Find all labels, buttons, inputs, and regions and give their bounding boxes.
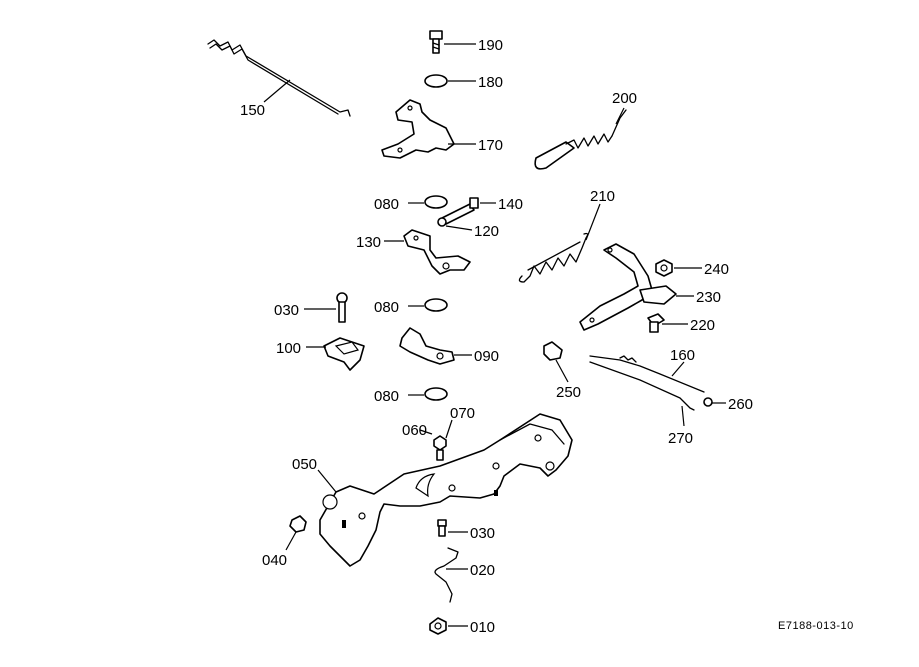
part-200-spring: [534, 109, 627, 170]
part-020-spring: [434, 547, 459, 603]
part-010-nut: [429, 617, 447, 635]
part-220-bolt: [647, 313, 665, 333]
callout-030a: 030: [274, 302, 299, 319]
callout-130: 130: [356, 234, 381, 251]
callout-010: 010: [470, 619, 495, 636]
part-240-nut: [655, 259, 673, 277]
callout-210: 210: [590, 188, 615, 205]
part-260-clip: [703, 397, 713, 407]
part-100-clip: [323, 337, 365, 371]
part-250-clip: [543, 341, 563, 361]
part-210-spring: [518, 232, 589, 283]
part-030-bolt-b: [437, 519, 447, 537]
part-070-bolt: [436, 449, 444, 461]
part-180-washer: [424, 74, 448, 88]
callout-020: 020: [470, 562, 495, 579]
callout-090: 090: [474, 348, 499, 365]
callout-250: 250: [556, 384, 581, 401]
callout-160: 160: [670, 347, 695, 364]
part-230-lever: [579, 243, 677, 331]
callout-260: 260: [728, 396, 753, 413]
callout-080b: 080: [374, 299, 399, 316]
part-060-nut: [433, 435, 447, 451]
part-050-main-plate: [319, 413, 573, 567]
part-160-rod: [589, 355, 705, 393]
part-030-pin-a: [336, 292, 348, 323]
callout-060: 060: [402, 422, 427, 439]
callout-030b: 030: [470, 525, 495, 542]
part-120-nut: [437, 217, 447, 227]
callout-240: 240: [704, 261, 729, 278]
callout-170: 170: [478, 137, 503, 154]
callout-080a: 080: [374, 196, 399, 213]
callout-140: 140: [498, 196, 523, 213]
callout-040: 040: [262, 552, 287, 569]
callout-080c: 080: [374, 388, 399, 405]
callout-100: 100: [276, 340, 301, 357]
part-080-washer-a: [424, 195, 448, 209]
part-080-washer-c: [424, 387, 448, 401]
callout-180: 180: [478, 74, 503, 91]
callout-190: 190: [478, 37, 503, 54]
drawing-reference-code: E7188-013-10: [778, 620, 854, 632]
callout-200: 200: [612, 90, 637, 107]
part-190-bolt: [429, 30, 443, 54]
callout-120: 120: [474, 223, 499, 240]
part-040-nut: [289, 515, 307, 533]
part-130-bracket: [403, 229, 471, 275]
part-090-lever: [399, 327, 455, 365]
callout-270: 270: [668, 430, 693, 447]
part-270-rod: [589, 361, 695, 411]
part-080-washer-b: [424, 298, 448, 312]
callout-230: 230: [696, 289, 721, 306]
callout-220: 220: [690, 317, 715, 334]
callout-070: 070: [450, 405, 475, 422]
callout-150: 150: [240, 102, 265, 119]
part-170-lever: [381, 99, 455, 159]
part-150-rod: [207, 39, 351, 117]
callout-050: 050: [292, 456, 317, 473]
